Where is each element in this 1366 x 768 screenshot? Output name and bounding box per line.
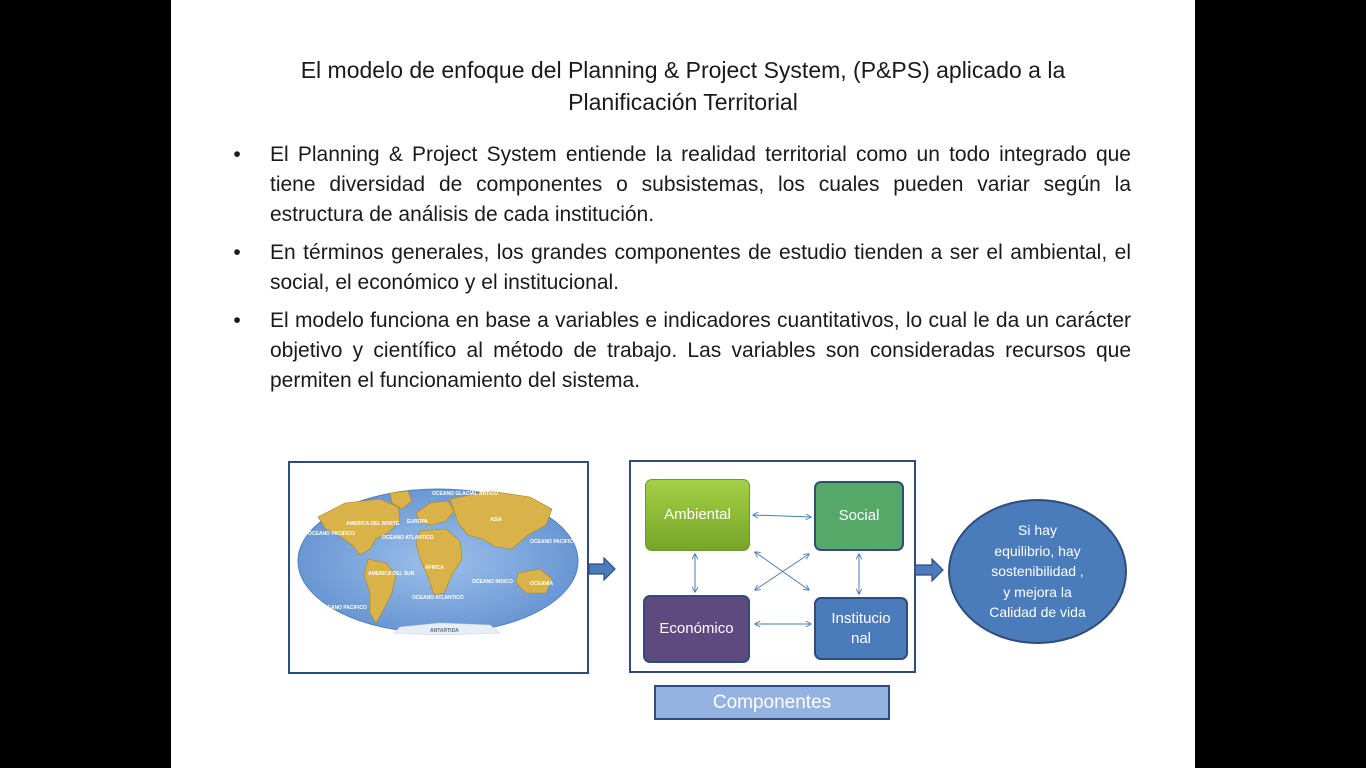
components-label: Componentes bbox=[654, 685, 890, 720]
north-america-shape bbox=[317, 498, 401, 556]
antarctica-shape bbox=[393, 622, 501, 636]
world-map-frame: ÁRTICO OCEANO GLACIAL ÁRTICO AMERICA DEL… bbox=[288, 461, 589, 674]
map-label: EUROPA bbox=[407, 519, 428, 525]
arrow-right-icon bbox=[588, 557, 616, 581]
result-line: y mejora la bbox=[1003, 583, 1072, 600]
asia-shape bbox=[449, 490, 553, 550]
node-institucional-line-1: Institucio bbox=[831, 609, 891, 627]
node-ambiental: Ambiental bbox=[645, 479, 750, 551]
result-line: equilibrio, hay bbox=[994, 542, 1081, 559]
map-label: AMERICA DEL NORTE bbox=[346, 521, 400, 527]
map-label: OCEANIA bbox=[530, 581, 553, 587]
map-label: OCEANO PACIFICO bbox=[308, 531, 355, 537]
slide: El modelo de enfoque del Planning & Proj… bbox=[171, 0, 1195, 768]
bullet-text: El modelo funciona en base a variables e… bbox=[270, 309, 1131, 392]
slide-title: El modelo de enfoque del Planning & Proj… bbox=[211, 54, 1155, 118]
bullet-list: • El Planning & Project System entiende … bbox=[231, 140, 1131, 404]
europe-shape bbox=[415, 500, 455, 526]
map-label: OCEANO ATLANTICO bbox=[412, 595, 464, 601]
node-social: Social bbox=[814, 481, 904, 551]
map-label: OCEANO INDICO bbox=[472, 579, 513, 585]
world-map-image: ÁRTICO OCEANO GLACIAL ÁRTICO AMERICA DEL… bbox=[297, 488, 579, 636]
bullet-item: • El modelo funciona en base a variables… bbox=[231, 306, 1131, 396]
arrow-right-icon bbox=[914, 558, 944, 582]
south-america-shape bbox=[363, 558, 397, 624]
arrow-diag-2 bbox=[755, 554, 809, 590]
bullet-item: • En términos generales, los grandes com… bbox=[231, 238, 1131, 298]
bullet-marker: • bbox=[233, 143, 241, 166]
africa-shape bbox=[415, 528, 463, 596]
relation-arrows bbox=[631, 462, 914, 671]
map-label: AMERICA DEL SUR bbox=[368, 571, 415, 577]
node-institucional: Institucio nal bbox=[814, 597, 908, 660]
map-label: OCEANO PACIFICO bbox=[320, 605, 367, 611]
slide-title-line-2: Planificación Territorial bbox=[568, 89, 798, 115]
map-label: ÁFRICA bbox=[425, 564, 444, 571]
map-label: OCEANO PACIFICO bbox=[530, 539, 577, 545]
bullet-text: En términos generales, los grandes compo… bbox=[270, 241, 1131, 294]
arrow-amb-soc bbox=[753, 515, 811, 517]
bullet-marker: • bbox=[233, 241, 241, 264]
greenland-shape bbox=[389, 490, 413, 510]
map-label: ASIA bbox=[490, 517, 502, 523]
components-diagram: Ambiental Social Económico Institucio na… bbox=[629, 460, 916, 673]
result-line: sostenibilidad , bbox=[991, 563, 1084, 580]
result-line: Si hay bbox=[1018, 522, 1057, 539]
oceania-shape bbox=[515, 568, 553, 594]
result-ellipse: Si hay equilibrio, hay sostenibilidad , … bbox=[948, 499, 1127, 644]
bullet-item: • El Planning & Project System entiende … bbox=[231, 140, 1131, 230]
bullet-text: El Planning & Project System entiende la… bbox=[270, 143, 1131, 226]
node-institucional-line-2: nal bbox=[850, 629, 872, 647]
node-economico: Económico bbox=[643, 595, 750, 663]
map-label: OCEANO ATLANTICO bbox=[382, 535, 434, 541]
slide-title-line-1: El modelo de enfoque del Planning & Proj… bbox=[300, 57, 1066, 83]
map-label: ANTARTIDA bbox=[430, 628, 459, 634]
map-label: ÁRTICO bbox=[360, 490, 379, 497]
bullet-marker: • bbox=[233, 309, 241, 332]
map-label: OCEANO GLACIAL ÁRTICO bbox=[432, 490, 498, 497]
result-line: Calidad de vida bbox=[989, 604, 1086, 621]
